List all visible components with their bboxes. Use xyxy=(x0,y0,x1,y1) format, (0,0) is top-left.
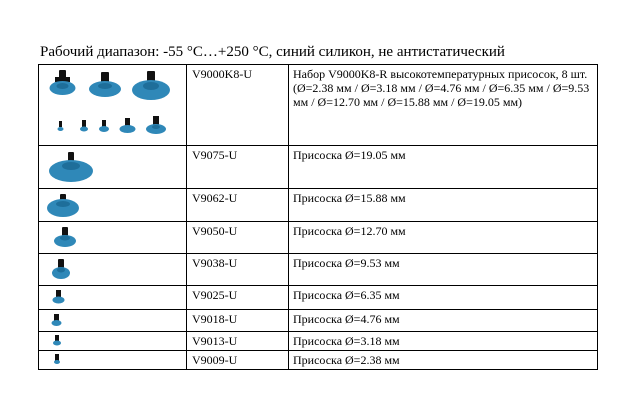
product-description: Присоска Ø=19.05 мм xyxy=(288,145,598,189)
product-table: V9000K8-U Набор V9000K8-R высокотемперат… xyxy=(38,64,598,370)
product-image-cell xyxy=(38,64,187,146)
product-code: V9025-U xyxy=(186,285,289,310)
product-code: V9018-U xyxy=(186,309,289,332)
product-code: V9013-U xyxy=(186,331,289,351)
product-description: Присоска Ø=15.88 мм xyxy=(288,188,598,222)
table-row: V9018-U Присоска Ø=4.76 мм xyxy=(38,309,598,332)
suction-cup-icon xyxy=(119,118,136,133)
product-code: V9050-U xyxy=(186,221,289,254)
suction-cup-set-icon xyxy=(49,70,170,134)
table-row: V9062-U Присоска Ø=15.88 мм xyxy=(38,188,598,222)
suction-cup-icon xyxy=(99,120,109,132)
product-description: Присоска Ø=9.53 мм xyxy=(288,253,598,286)
product-image-cell xyxy=(38,188,187,222)
page-heading: Рабочий диапазон: -55 °C…+250 °C, синий … xyxy=(40,44,505,60)
product-image-cell xyxy=(38,221,187,254)
suction-cup-icon xyxy=(49,152,93,182)
product-image-cell xyxy=(38,350,187,370)
product-image-cell xyxy=(38,285,187,310)
suction-cup-icon xyxy=(51,314,62,326)
product-description: Присоска Ø=4.76 мм xyxy=(288,309,598,332)
product-description: Присоска Ø=3.18 мм xyxy=(288,331,598,351)
suction-cup-icon xyxy=(52,259,70,279)
product-code: V9075-U xyxy=(186,145,289,189)
table-row: V9009-U Присоска Ø=2.38 мм xyxy=(38,350,598,370)
suction-cup-icon xyxy=(47,194,79,217)
product-code: V9062-U xyxy=(186,188,289,222)
table-row: V9013-U Присоска Ø=3.18 мм xyxy=(38,331,598,351)
table-row: V9025-U Присоска Ø=6.35 мм xyxy=(38,285,598,310)
product-image-cell xyxy=(38,145,187,189)
product-code: V9009-U xyxy=(186,350,289,370)
table-row: V9075-U Присоска Ø=19.05 мм xyxy=(38,145,598,189)
product-description: Присоска Ø=6.35 мм xyxy=(288,285,598,310)
suction-cup-icon xyxy=(54,354,60,364)
suction-cup-icon xyxy=(89,72,121,97)
table-row: V9000K8-U Набор V9000K8-R высокотемперат… xyxy=(38,64,598,146)
suction-cup-icon xyxy=(57,121,64,131)
product-image-cell xyxy=(38,331,187,351)
suction-cup-icon xyxy=(80,120,88,132)
suction-cup-icon xyxy=(53,335,61,346)
product-description: Присоска Ø=12.70 мм xyxy=(288,221,598,254)
suction-cup-icon xyxy=(52,290,65,304)
suction-cup-icon xyxy=(54,227,76,247)
product-description: Присоска Ø=2.38 мм xyxy=(288,350,598,370)
product-code: V9000K8-U xyxy=(186,64,289,146)
product-image-cell xyxy=(38,253,187,286)
suction-cup-icon xyxy=(49,70,76,95)
suction-cup-icon xyxy=(146,116,166,134)
product-image-cell xyxy=(38,309,187,332)
table-row: V9050-U Присоска Ø=12.70 мм xyxy=(38,221,598,254)
product-description: Набор V9000K8-R высокотемпературных прис… xyxy=(288,64,598,146)
suction-cup-icon xyxy=(132,71,170,100)
product-code: V9038-U xyxy=(186,253,289,286)
table-row: V9038-U Присоска Ø=9.53 мм xyxy=(38,253,598,286)
